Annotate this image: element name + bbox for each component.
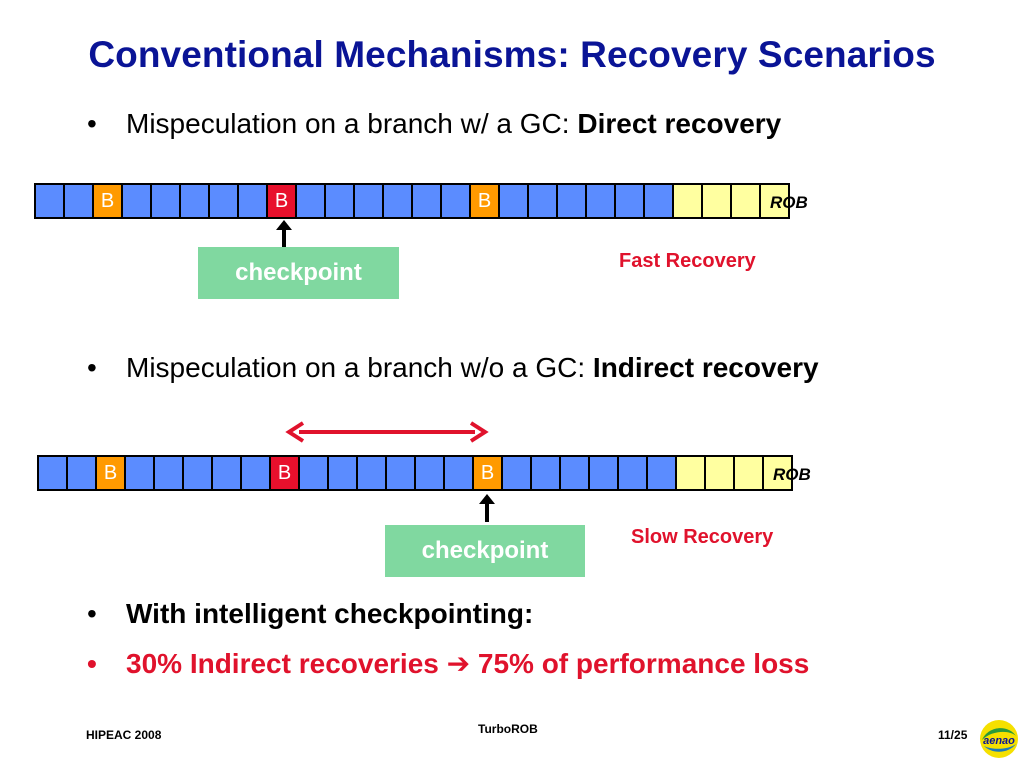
rob-cell [503, 455, 532, 491]
rob-cell [587, 183, 616, 219]
rob-cell [36, 183, 65, 219]
rob-cell [648, 455, 677, 491]
bullet-text-continued: 75% of performance loss [470, 648, 810, 679]
double-headed-arrow [285, 421, 489, 443]
rob-cell [358, 455, 387, 491]
rob-cell [645, 183, 674, 219]
rob-cell [706, 455, 735, 491]
rob-cell [326, 183, 355, 219]
rob-cell [442, 183, 471, 219]
rob-cell [387, 455, 416, 491]
slow-recovery-label: Slow Recovery [631, 526, 774, 548]
slide-title: Conventional Mechanisms: Recovery Scenar… [88, 34, 936, 75]
rob-cell-branch: B [474, 455, 503, 491]
rob-cell [445, 455, 474, 491]
checkpoint-pointer-arrow [276, 220, 292, 248]
fast-recovery-label: Fast Recovery [619, 250, 756, 272]
bullet-marker: • [87, 598, 97, 629]
rob-cell [65, 183, 94, 219]
rob-cell [761, 183, 790, 219]
rob-cell [674, 183, 703, 219]
rob-cell-branch: B [268, 183, 297, 219]
footer-title: TurboROB [478, 722, 538, 736]
bullet-text: Mispeculation on a branch w/ a GC: [126, 108, 578, 139]
rob-cell [619, 455, 648, 491]
rob-cell [297, 183, 326, 219]
bullet-direct-recovery: • Mispeculation on a branch w/ a GC: Dire… [87, 108, 781, 140]
rob-cell [155, 455, 184, 491]
rob-cell [616, 183, 645, 219]
rob-cell [239, 183, 268, 219]
rob-cell [558, 183, 587, 219]
right-arrow-icon: ➔ [446, 648, 471, 679]
rob-cell [210, 183, 239, 219]
rob-cell-branch: B [94, 183, 123, 219]
bullet-bold: Indirect recovery [592, 352, 819, 383]
rob-cell [68, 455, 97, 491]
bullet-performance-loss: • 30% Indirect recoveries ➔ 75% of perfor… [87, 647, 809, 680]
rob-cell-branch: B [271, 455, 300, 491]
rob-cell [213, 455, 242, 491]
rob-cell [735, 455, 764, 491]
rob-cell [532, 455, 561, 491]
bullet-marker: • [87, 108, 97, 139]
footer-conference: HIPEAC 2008 [86, 728, 162, 742]
rob-cell [329, 455, 358, 491]
checkpoint-box: checkpoint [385, 525, 585, 577]
rob-cell [764, 455, 793, 491]
bullet-indirect-recovery: • Mispeculation on a branch w/o a GC: Ind… [87, 352, 819, 384]
footer-page-number: 11/25 [938, 728, 968, 742]
bullet-bold: With intelligent checkpointing: [126, 598, 534, 629]
rob-cell [677, 455, 706, 491]
bullet-marker: • [87, 648, 97, 679]
rob-cell [152, 183, 181, 219]
rob-cell [39, 455, 68, 491]
rob-cell [384, 183, 413, 219]
aenao-logo: aenao [980, 720, 1018, 758]
checkpoint-pointer-arrow [479, 494, 495, 522]
rob-cell [184, 455, 213, 491]
rob-cell [416, 455, 445, 491]
rob-cell [242, 455, 271, 491]
rob-cell [590, 455, 619, 491]
rob-cell [413, 183, 442, 219]
rob-cell [123, 183, 152, 219]
logo-text: aenao [983, 735, 1015, 747]
bullet-text: 30% Indirect recoveries [126, 648, 447, 679]
rob-cell [561, 455, 590, 491]
bullet-bold: Direct recovery [577, 108, 782, 139]
rob-cell [300, 455, 329, 491]
rob-cell [355, 183, 384, 219]
rob-cell [529, 183, 558, 219]
rob-cell [732, 183, 761, 219]
rob-cell [126, 455, 155, 491]
rob-cell-branch: B [471, 183, 500, 219]
bullet-intelligent-checkpointing: • With intelligent checkpointing: [87, 598, 533, 630]
rob-cell [703, 183, 732, 219]
rob-cell [181, 183, 210, 219]
rob-label: ROB [773, 465, 811, 484]
checkpoint-box: checkpoint [198, 247, 399, 299]
rob-cell [500, 183, 529, 219]
rob-label: ROB [770, 193, 808, 212]
bullet-text: Mispeculation on a branch w/o a GC: [126, 352, 593, 383]
rob-cell-branch: B [97, 455, 126, 491]
bullet-marker: • [87, 352, 97, 383]
